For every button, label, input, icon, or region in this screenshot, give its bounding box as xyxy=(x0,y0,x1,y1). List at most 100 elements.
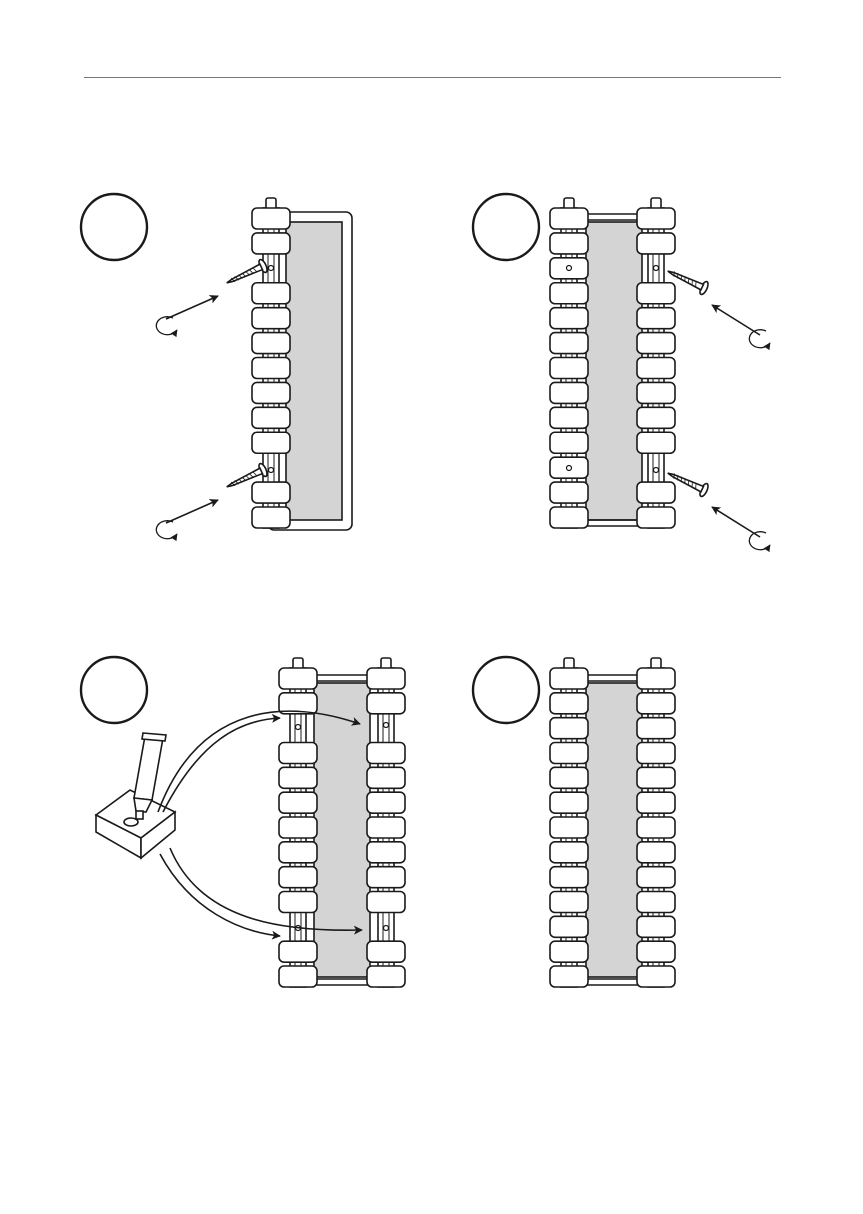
knuckle xyxy=(550,792,588,813)
knuckle xyxy=(367,842,405,863)
knuckle xyxy=(550,941,588,962)
step-badge xyxy=(473,657,539,723)
knuckle xyxy=(279,966,317,987)
step-badge xyxy=(81,657,147,723)
screw-hole xyxy=(654,266,659,271)
knuckle xyxy=(252,208,290,229)
knuckle xyxy=(550,382,588,403)
knuckle xyxy=(637,817,675,838)
knuckle xyxy=(550,233,588,254)
knuckle xyxy=(367,693,405,714)
knuckle xyxy=(279,867,317,888)
knuckle xyxy=(550,842,588,863)
knuckle xyxy=(279,892,317,913)
rotate-counterclockwise-icon xyxy=(749,532,770,550)
knuckle xyxy=(279,792,317,813)
step-1-panel xyxy=(81,194,352,539)
knuckle xyxy=(252,358,290,379)
knuckle xyxy=(637,842,675,863)
knuckle xyxy=(637,283,675,304)
knuckle xyxy=(637,767,675,788)
knuckle xyxy=(279,668,317,689)
knuckle xyxy=(550,718,588,739)
screw-hole xyxy=(296,725,301,730)
knuckle xyxy=(637,432,675,453)
direction-arrow-icon xyxy=(166,500,218,523)
knuckle xyxy=(367,792,405,813)
knuckle xyxy=(637,382,675,403)
screw-hole xyxy=(654,468,659,473)
knuckle xyxy=(550,507,588,528)
knuckle xyxy=(252,482,290,503)
knuckle xyxy=(637,867,675,888)
knuckle xyxy=(367,966,405,987)
step-3-panel xyxy=(81,657,405,987)
screw-hole xyxy=(269,468,274,473)
knuckle xyxy=(637,482,675,503)
knuckle xyxy=(252,407,290,428)
knuckle xyxy=(367,668,405,689)
knuckle xyxy=(252,432,290,453)
screw-hole xyxy=(384,723,389,728)
panel-plate xyxy=(586,683,642,977)
knuckle xyxy=(550,333,588,354)
knuckle xyxy=(367,817,405,838)
knuckle xyxy=(637,407,675,428)
step-badge xyxy=(473,194,539,260)
knuckle xyxy=(252,382,290,403)
knuckle xyxy=(637,916,675,937)
knuckle xyxy=(550,867,588,888)
knuckle xyxy=(279,817,317,838)
knuckle xyxy=(637,892,675,913)
panel-plate xyxy=(286,222,342,520)
panel-plate xyxy=(586,222,642,520)
rotate-counterclockwise-icon xyxy=(749,330,770,348)
knuckle xyxy=(252,507,290,528)
knuckle xyxy=(637,718,675,739)
knuckle xyxy=(550,892,588,913)
screw-hole xyxy=(384,926,389,931)
panel-plate xyxy=(314,683,370,977)
screw-hole xyxy=(567,466,572,471)
knuckle xyxy=(279,842,317,863)
step-4-panel xyxy=(473,657,675,987)
step-2-panel xyxy=(473,194,770,550)
knuckle xyxy=(550,966,588,987)
knuckle xyxy=(252,308,290,329)
direction-arrow-icon xyxy=(160,854,280,936)
knuckle xyxy=(550,743,588,764)
knuckle xyxy=(367,892,405,913)
knuckle xyxy=(550,308,588,329)
knuckle xyxy=(550,817,588,838)
knuckle xyxy=(550,283,588,304)
knuckle xyxy=(637,358,675,379)
knuckle xyxy=(637,208,675,229)
knuckle xyxy=(367,743,405,764)
step-badge xyxy=(81,194,147,260)
knuckle xyxy=(550,916,588,937)
knuckle xyxy=(279,743,317,764)
knuckle xyxy=(252,333,290,354)
knuckle xyxy=(550,432,588,453)
knuckle xyxy=(637,333,675,354)
direction-arrow-icon xyxy=(166,296,218,319)
knuckle xyxy=(637,507,675,528)
knuckle xyxy=(367,867,405,888)
knuckle xyxy=(637,792,675,813)
direction-arrow-icon xyxy=(712,305,760,335)
knuckle xyxy=(637,308,675,329)
knuckle xyxy=(252,233,290,254)
screw-hole xyxy=(567,266,572,271)
knuckle xyxy=(637,233,675,254)
knuckle xyxy=(550,358,588,379)
direction-arrow-icon xyxy=(712,507,760,537)
screw-hole xyxy=(269,266,274,271)
knuckle xyxy=(279,767,317,788)
knuckle xyxy=(279,941,317,962)
knuckle xyxy=(637,668,675,689)
knuckle xyxy=(367,941,405,962)
knuckle xyxy=(550,482,588,503)
knuckle xyxy=(550,668,588,689)
